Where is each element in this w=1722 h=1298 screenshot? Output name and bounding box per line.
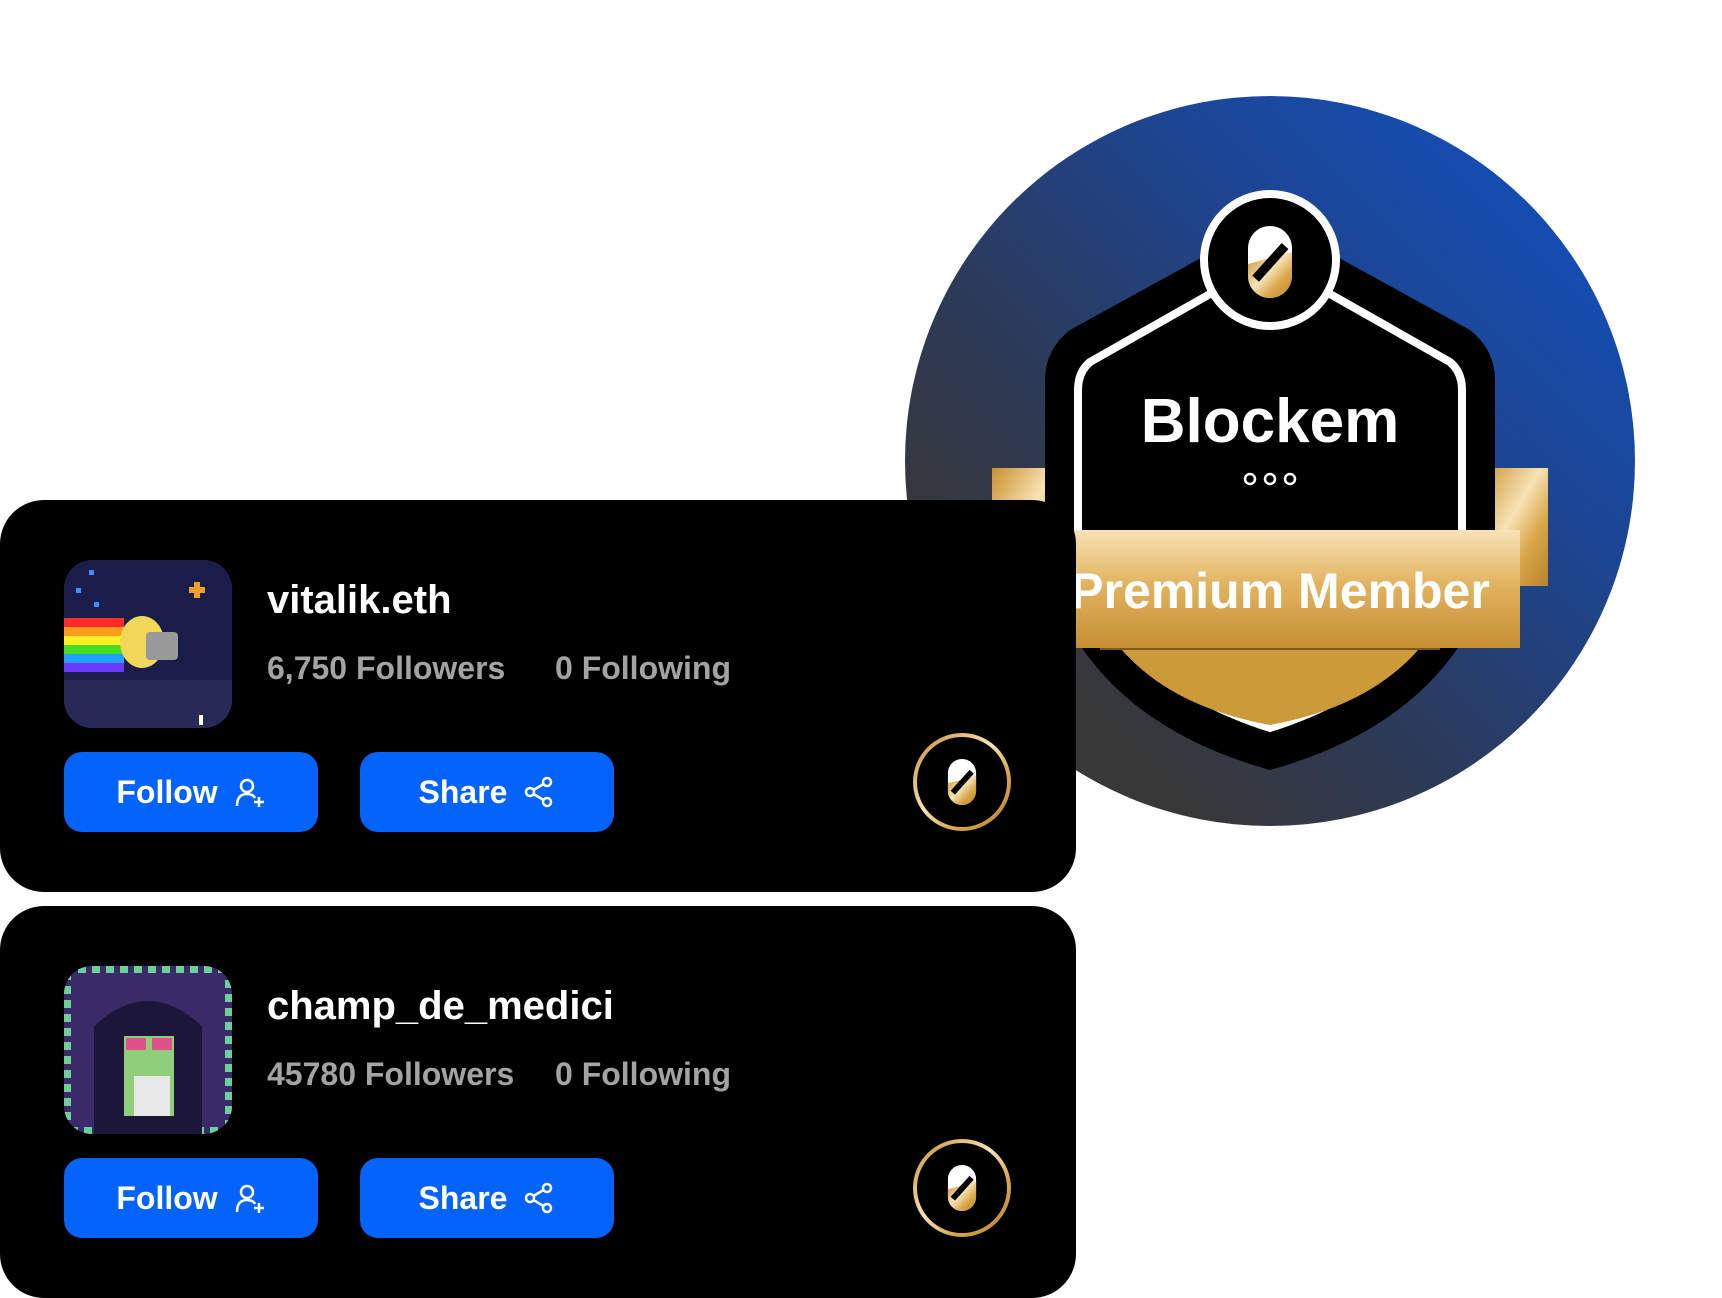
follow-button[interactable]: Follow <box>64 1158 318 1238</box>
following-count[interactable]: 0 Following <box>555 1056 731 1092</box>
add-user-icon <box>235 778 264 807</box>
blockem-logo-icon <box>1248 226 1292 298</box>
followers-count[interactable]: 45780 Followers <box>267 1056 515 1092</box>
badge-label: Premium Member <box>1070 563 1490 619</box>
follow-button[interactable]: Follow <box>64 752 318 832</box>
share-icon <box>525 776 553 808</box>
followers-count[interactable]: 6,750 Followers <box>267 650 506 686</box>
share-button[interactable]: Share <box>360 752 614 832</box>
premium-member-badge: Blockem Premium Member <box>980 180 1560 780</box>
profile-name[interactable]: vitalik.eth <box>267 578 452 622</box>
avatar <box>64 966 232 1134</box>
badge-brand: Blockem <box>1141 387 1399 456</box>
add-user-icon <box>235 1184 264 1213</box>
blockem-logo-icon[interactable] <box>912 732 1012 832</box>
blockem-logo-icon[interactable] <box>912 1138 1012 1238</box>
share-label: Share <box>418 1179 508 1216</box>
follow-label: Follow <box>116 1179 218 1216</box>
share-button[interactable]: Share <box>360 1158 614 1238</box>
profile-card: vitalik.eth 6,750 Followers 0 Following … <box>0 500 1076 892</box>
following-count[interactable]: 0 Following <box>555 650 731 686</box>
follow-label: Follow <box>116 773 218 810</box>
share-icon <box>525 1182 553 1214</box>
profile-card: champ_de_medici 45780 Followers 0 Follow… <box>0 906 1076 1298</box>
share-label: Share <box>418 773 508 810</box>
avatar <box>64 560 232 728</box>
profile-name[interactable]: champ_de_medici <box>267 984 614 1028</box>
ribbon-front <box>1030 530 1520 648</box>
